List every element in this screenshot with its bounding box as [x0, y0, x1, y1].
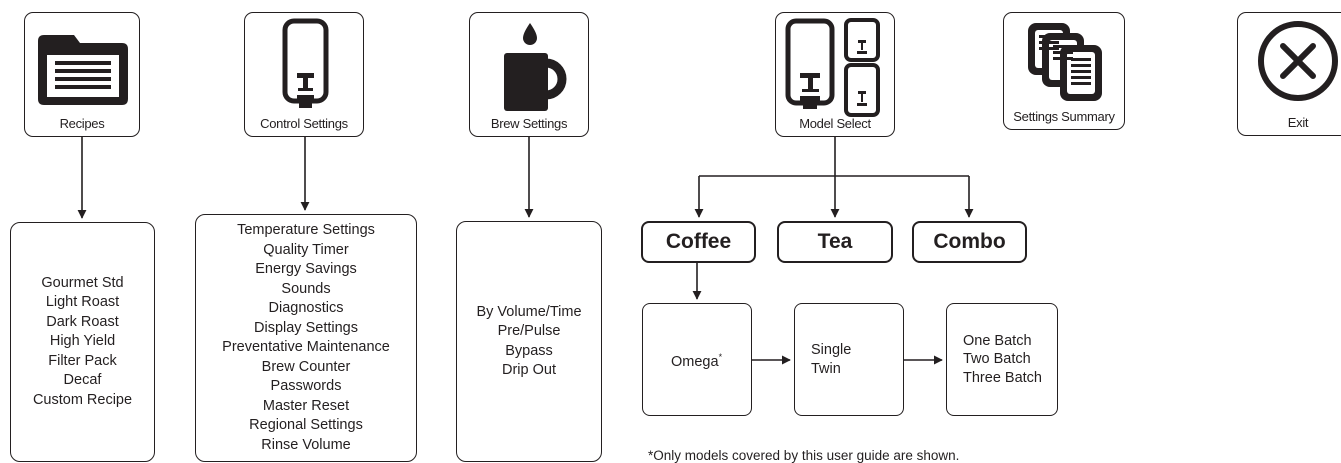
control-settings-list: Temperature Settings Quality Timer Energ… [195, 214, 417, 462]
brew-settings-button[interactable]: Brew Settings [469, 12, 589, 137]
list-item[interactable]: By Volume/Time [476, 303, 582, 320]
list-item[interactable]: Filter Pack [48, 352, 117, 369]
list-item[interactable]: High Yield [49, 333, 116, 350]
list-item[interactable]: Bypass [505, 342, 553, 359]
list-item[interactable]: Diagnostics [268, 300, 344, 316]
control-settings-label: Control Settings [260, 116, 348, 131]
list-item[interactable]: Omega* [671, 348, 751, 371]
footnote: *Only models covered by this user guide … [648, 448, 960, 463]
brewer-icon [282, 18, 329, 108]
list-item[interactable]: Preventative Maintenance [222, 339, 390, 355]
list-item[interactable]: Temperature Settings [237, 222, 375, 238]
list-item[interactable]: Sounds [281, 280, 331, 297]
model-select-label: Model Select [799, 116, 871, 131]
list-item[interactable]: Single [811, 342, 852, 358]
combo-model-button[interactable]: Combo [912, 221, 1027, 263]
brew-settings-label: Brew Settings [490, 116, 568, 131]
settings-summary-label: Settings Summary [1013, 109, 1115, 124]
batch-list: One Batch Two Batch Three Batch [946, 303, 1058, 416]
exit-button[interactable]: Exit [1237, 12, 1341, 136]
brew-settings-list: By Volume/Time Pre/Pulse Bypass Drip Out [456, 221, 602, 462]
list-item[interactable]: Decaf [63, 372, 102, 389]
settings-summary-button[interactable]: Settings Summary [1003, 12, 1125, 130]
list-item[interactable]: Pre/Pulse [497, 323, 561, 339]
recipes-list: Gourmet Std Light Roast Dark Roast High … [10, 222, 155, 462]
documents-icon [1028, 23, 1102, 101]
model-brewers-icon [785, 18, 880, 117]
list-item[interactable]: Rinse Volume [261, 436, 351, 453]
coffee-model-list: Omega* [642, 303, 752, 416]
list-item[interactable]: Quality Timer [263, 241, 349, 258]
tea-model-button[interactable]: Tea [777, 221, 893, 263]
recipes-label: Recipes [59, 116, 105, 131]
list-item[interactable]: Twin [811, 360, 841, 377]
list-item[interactable]: One Batch [963, 332, 1032, 349]
list-item[interactable]: Three Batch [963, 369, 1042, 386]
list-item[interactable]: Brew Counter [261, 358, 351, 375]
list-item[interactable]: Passwords [270, 378, 342, 394]
model-name: Omega [671, 353, 719, 370]
close-circle-icon [1258, 21, 1338, 101]
list-item[interactable]: Gourmet Std [41, 274, 124, 291]
list-item[interactable]: Regional Settings [249, 417, 363, 433]
folder-icon [38, 35, 128, 105]
coffee-model-button[interactable]: Coffee [641, 221, 756, 263]
list-item[interactable]: Drip Out [502, 362, 556, 378]
control-settings-button[interactable]: Control Settings [244, 12, 364, 137]
list-item[interactable]: Two Batch [963, 351, 1031, 368]
list-item[interactable]: Custom Recipe [32, 391, 133, 408]
footnote-marker: * [718, 351, 723, 362]
list-item[interactable]: Light Roast [45, 294, 120, 311]
configuration-list: Single Twin [794, 303, 904, 416]
list-item[interactable]: Display Settings [254, 319, 358, 336]
mug-icon [504, 23, 567, 111]
list-item[interactable]: Dark Roast [46, 313, 119, 330]
recipes-button[interactable]: Recipes [24, 12, 140, 137]
list-item[interactable]: Energy Savings [255, 261, 357, 277]
list-item[interactable]: Master Reset [262, 397, 350, 414]
exit-label: Exit [1287, 115, 1309, 130]
model-select-button[interactable]: Model Select [775, 12, 895, 137]
